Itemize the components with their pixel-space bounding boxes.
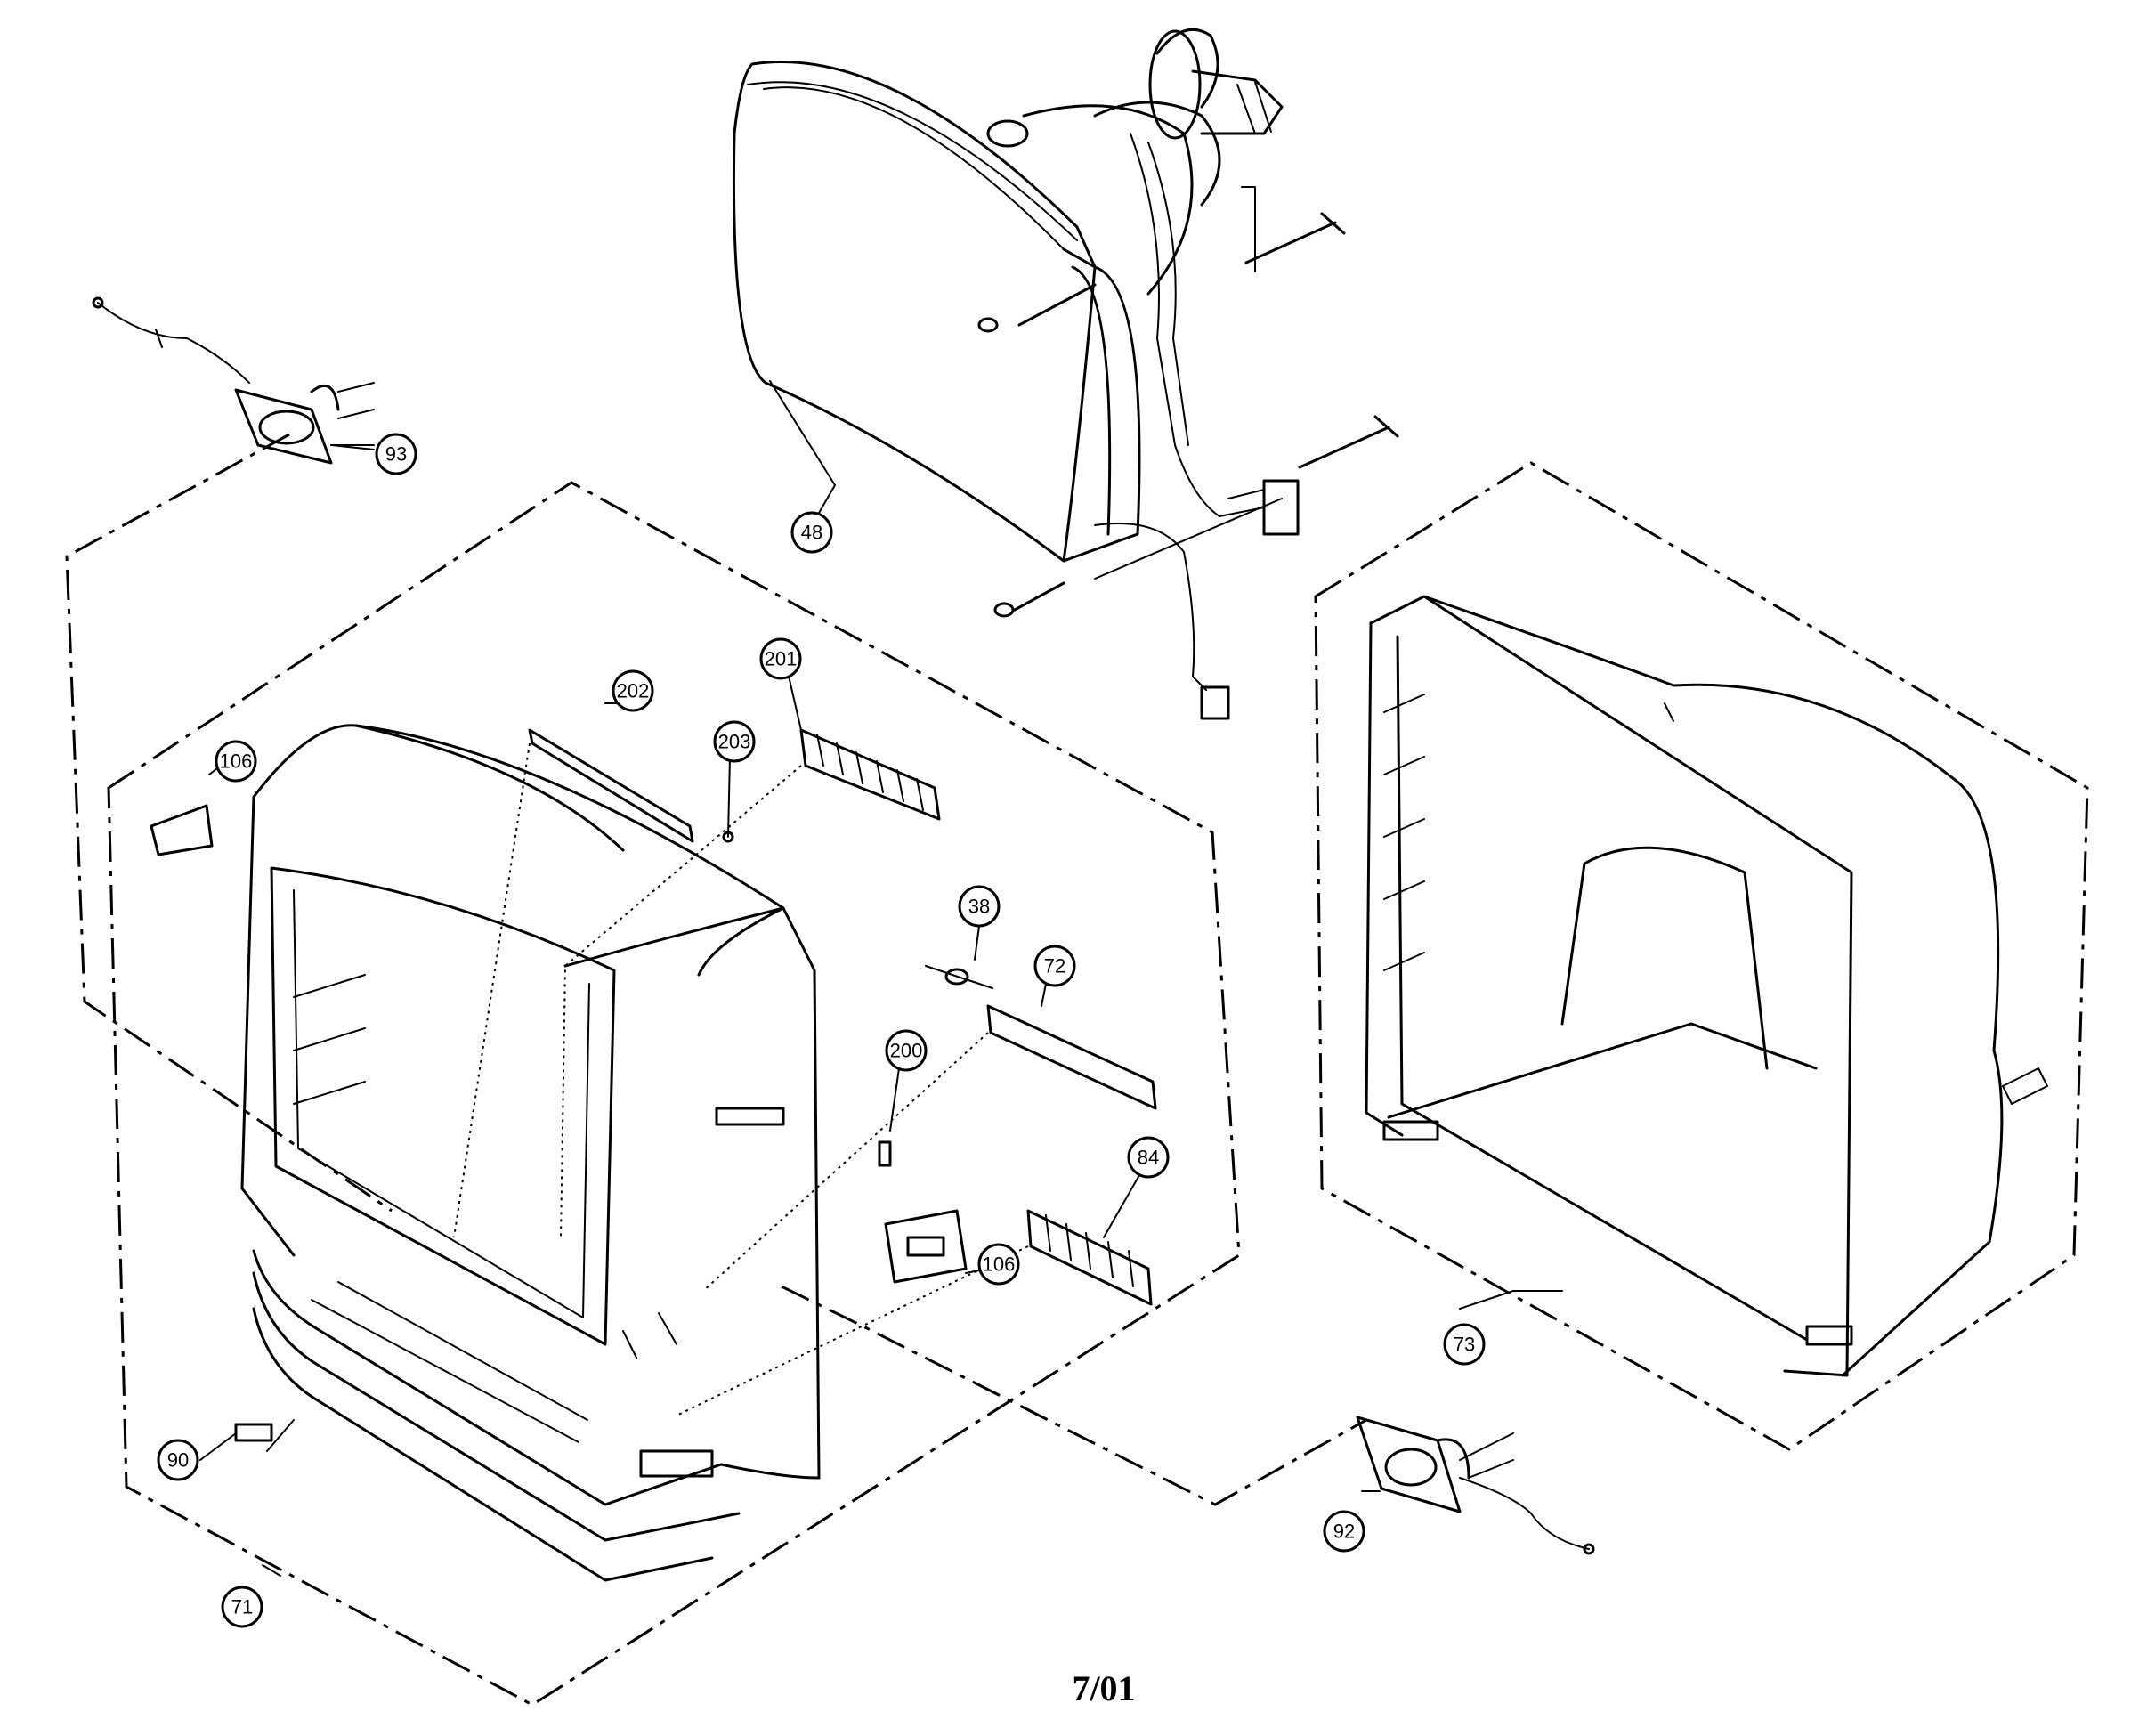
callout-71: 71 bbox=[221, 1586, 263, 1628]
callout-73: 73 bbox=[1443, 1323, 1486, 1366]
svg-text:73: 73 bbox=[1454, 1334, 1475, 1356]
svg-text:90: 90 bbox=[167, 1449, 189, 1472]
callout-72: 72 bbox=[1033, 945, 1076, 987]
svg-text:106: 106 bbox=[220, 750, 253, 773]
callout-48: 48 bbox=[790, 511, 833, 554]
footer-code: 7/01 bbox=[1072, 1668, 1135, 1708]
callout-93: 93 bbox=[375, 433, 417, 475]
right-speaker bbox=[1356, 1416, 1595, 1555]
svg-text:92: 92 bbox=[1333, 1521, 1355, 1543]
callout-203: 203 bbox=[713, 720, 756, 763]
svg-text:202: 202 bbox=[617, 680, 650, 702]
callout-38: 38 bbox=[958, 885, 1001, 928]
svg-text:48: 48 bbox=[801, 522, 822, 544]
speaker-left-boundary bbox=[65, 433, 393, 1213]
svg-text:200: 200 bbox=[890, 1040, 923, 1062]
callout-202: 202 bbox=[612, 669, 654, 712]
callout-92: 92 bbox=[1323, 1510, 1365, 1553]
callout-90: 90 bbox=[157, 1439, 199, 1481]
left-speaker bbox=[92, 296, 375, 465]
back-cabinet bbox=[1365, 595, 2048, 1377]
picture-tube bbox=[732, 28, 1399, 720]
callout-106-left: 106 bbox=[215, 740, 257, 783]
svg-text:201: 201 bbox=[765, 648, 798, 670]
svg-text:203: 203 bbox=[718, 731, 751, 753]
back-cabinet-group-boundary bbox=[1314, 461, 2089, 1451]
callout-106-right: 106 bbox=[977, 1243, 1020, 1286]
leader-lines bbox=[199, 444, 1563, 1577]
svg-text:71: 71 bbox=[231, 1596, 253, 1618]
front-cabinet bbox=[150, 724, 1157, 1582]
front-cabinet-group-boundary bbox=[107, 481, 1241, 1707]
callout-200: 200 bbox=[885, 1029, 928, 1072]
callout-84: 84 bbox=[1127, 1136, 1170, 1179]
svg-text:93: 93 bbox=[385, 443, 407, 466]
speaker-right-boundary bbox=[781, 1285, 1367, 1506]
svg-text:72: 72 bbox=[1044, 955, 1065, 978]
svg-text:84: 84 bbox=[1138, 1147, 1159, 1169]
callout-201: 201 bbox=[759, 637, 802, 680]
svg-text:106: 106 bbox=[983, 1253, 1016, 1276]
svg-text:38: 38 bbox=[968, 896, 990, 918]
